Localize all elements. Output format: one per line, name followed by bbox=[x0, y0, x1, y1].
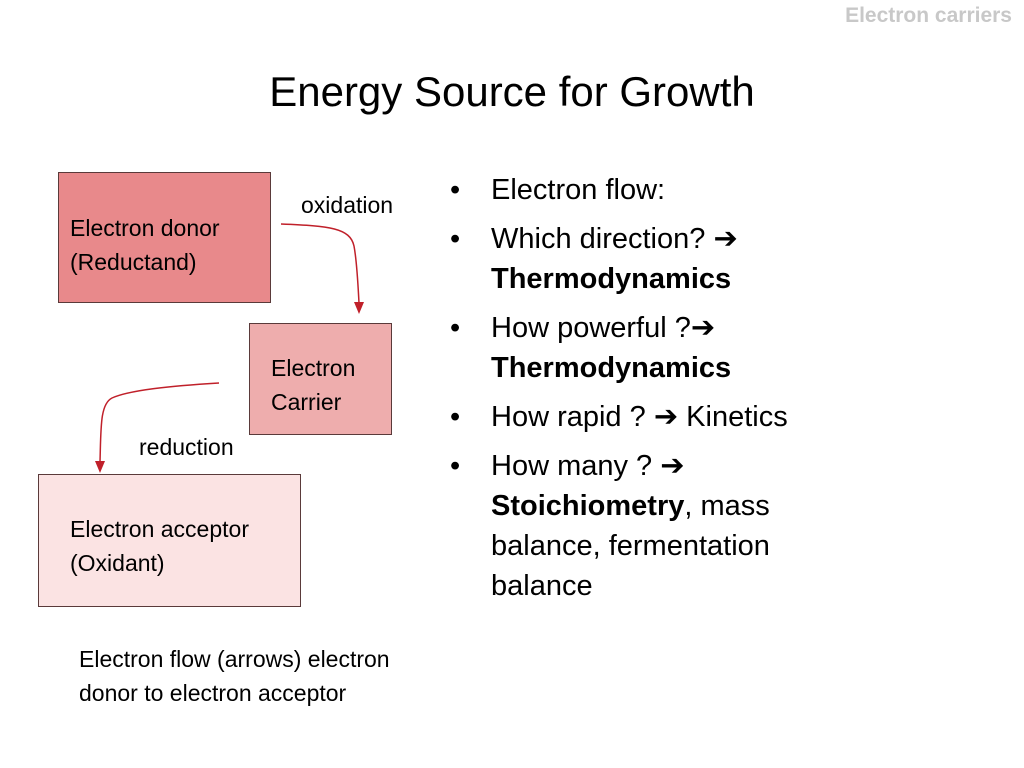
bullet-marker: • bbox=[450, 223, 461, 255]
slide-title: Energy Source for Growth bbox=[269, 68, 755, 115]
bullet-item: • How rapid ? ➔ Kinetics bbox=[446, 397, 1006, 437]
bullet-marker: • bbox=[450, 174, 461, 206]
bullet-text-line3: balance, fermentation bbox=[491, 530, 770, 562]
arrow-icon: ➔ bbox=[660, 450, 685, 482]
bullet-text-after: , mass bbox=[684, 490, 770, 522]
bullet-marker: • bbox=[450, 312, 461, 344]
arrow-icon: ➔ bbox=[690, 312, 716, 344]
bullet-emphasis: Stoichiometry bbox=[491, 490, 685, 522]
oxidation-arrow bbox=[280, 223, 360, 304]
reduction-label: reduction bbox=[139, 434, 234, 460]
bullet-text: Which direction? bbox=[491, 223, 714, 255]
bullet-emphasis: Thermodynamics bbox=[491, 263, 732, 295]
bullet-item: • Electron flow: bbox=[446, 170, 1006, 210]
bullet-list: • Electron flow: • Which direction? ➔ Th… bbox=[446, 170, 1006, 615]
bullet-emphasis: Thermodynamics bbox=[491, 352, 732, 384]
donor-label-line1: Electron donor bbox=[70, 215, 220, 241]
reduction-arrowhead bbox=[95, 461, 105, 473]
acceptor-label-line2: (Oxidant) bbox=[70, 550, 165, 576]
bullet-text: Electron flow: bbox=[491, 174, 666, 206]
header-tag: Electron carriers bbox=[845, 4, 1012, 27]
oxidation-label: oxidation bbox=[301, 192, 394, 218]
donor-label-line2: (Reductand) bbox=[70, 249, 197, 275]
electron-acceptor-box: Electron acceptor (Oxidant) bbox=[38, 474, 301, 607]
oxidation-arrowhead bbox=[354, 302, 364, 314]
arrow-icon: ➔ bbox=[653, 401, 679, 433]
bullet-text: How many ? bbox=[491, 450, 661, 482]
acceptor-label-line1: Electron acceptor bbox=[70, 516, 249, 542]
bullet-text: How rapid ? bbox=[491, 401, 654, 433]
bullet-marker: • bbox=[450, 450, 461, 482]
bullet-text-after: Kinetics bbox=[678, 401, 788, 433]
bullet-item: • How powerful ?➔ Thermodynamics bbox=[446, 308, 1006, 388]
diagram-caption: Electron flow (arrows) electron donor to… bbox=[79, 642, 390, 710]
bullet-text: How powerful ? bbox=[491, 312, 691, 344]
caption-line1: Electron flow (arrows) electron bbox=[79, 646, 390, 672]
carrier-label-line1: Electron bbox=[271, 355, 356, 381]
electron-carrier-box: Electron Carrier bbox=[249, 323, 392, 435]
bullet-item: • Which direction? ➔ Thermodynamics bbox=[446, 219, 1006, 299]
bullet-item: • How many ? ➔ Stoichiometry, mass balan… bbox=[446, 446, 1006, 606]
arrow-icon: ➔ bbox=[713, 223, 738, 255]
bullet-marker: • bbox=[450, 401, 461, 433]
carrier-label-line2: Carrier bbox=[271, 389, 342, 415]
bullet-text-line4: balance bbox=[491, 570, 593, 602]
electron-donor-box: Electron donor (Reductand) bbox=[58, 172, 271, 303]
caption-line2: donor to electron acceptor bbox=[79, 680, 347, 706]
